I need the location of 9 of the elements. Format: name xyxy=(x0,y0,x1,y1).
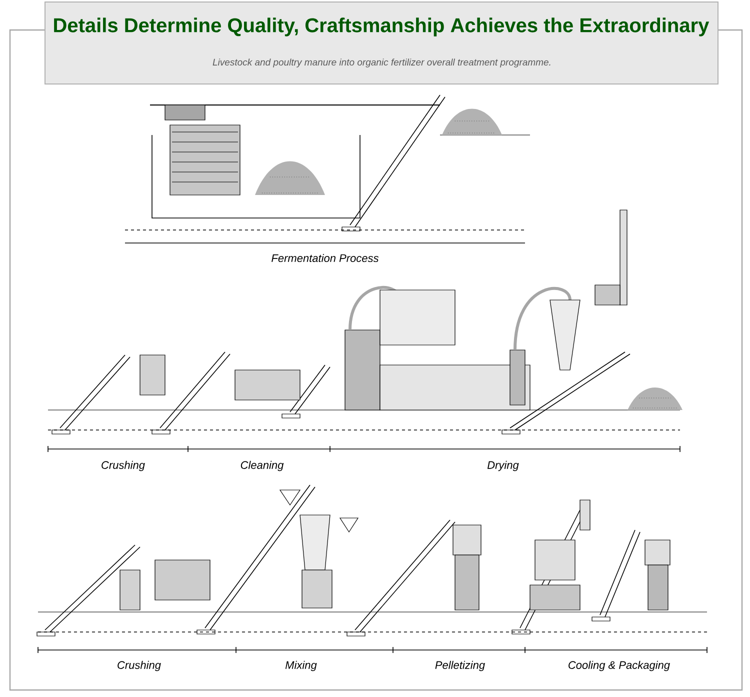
stage-label: Mixing xyxy=(285,660,317,672)
stage-label: Pelletizing xyxy=(435,660,485,672)
stage-label: Drying xyxy=(487,460,519,472)
stage-label: Cooling & Packaging xyxy=(568,660,670,672)
stage-label: Crushing xyxy=(118,660,161,672)
stage-label: Fermentation Process xyxy=(272,254,379,262)
stage-label: Cleaning xyxy=(240,460,284,472)
stage-label: Crushing xyxy=(102,460,145,472)
subtitle: Livestock and poultry manure into organic fertilizer overall treatment programme. xyxy=(212,58,550,68)
